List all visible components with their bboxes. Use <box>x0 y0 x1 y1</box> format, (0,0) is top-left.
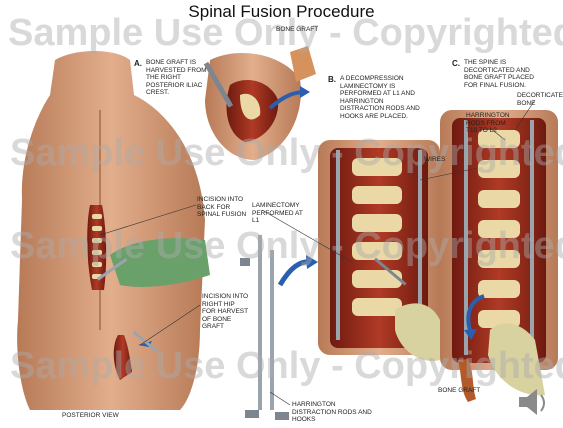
label-decorticated-bone: DECORTICATED BONE <box>517 92 561 107</box>
label-step-b-letter: B. <box>328 76 336 84</box>
label-incision-back: INCISION INTO BACK FOR SPINAL FUSION <box>197 196 247 219</box>
panel-c-fusion <box>440 110 558 402</box>
label-bone-graft-bottom: BONE GRAFT <box>438 387 480 395</box>
label-harrington-rods: HARRINGTON RODS FROM T10 TO L2 <box>466 112 510 135</box>
harrington-rods-and-hooks <box>240 235 318 420</box>
label-incision-hip: INCISION INTO RIGHT HIP FOR HARVEST OF B… <box>202 293 250 331</box>
label-step-c: THE SPINE IS DECORTICATED AND BONE GRAFT… <box>464 59 536 89</box>
label-bone-graft-top: BONE GRAFT <box>276 26 318 34</box>
label-laminectomy: LAMINECTOMY PERFORMED AT L1 <box>252 202 308 225</box>
label-step-c-letter: C. <box>452 60 460 68</box>
label-posterior-view: POSTERIOR VIEW <box>62 412 119 420</box>
label-step-b: A DECOMPRESSION LAMINECTOMY IS PERFORMED… <box>340 75 422 120</box>
panel-b-laminectomy <box>318 140 440 361</box>
label-step-a-letter: A. <box>134 60 142 68</box>
label-wires: WIRES <box>424 156 445 164</box>
label-harrington-distraction: HARRINGTON DISTRACTION RODS AND HOOKS <box>292 401 372 424</box>
label-step-a: BONE GRAFT IS HARVESTED FROM THE RIGHT P… <box>146 59 208 97</box>
panel-a-harvest <box>204 46 316 160</box>
